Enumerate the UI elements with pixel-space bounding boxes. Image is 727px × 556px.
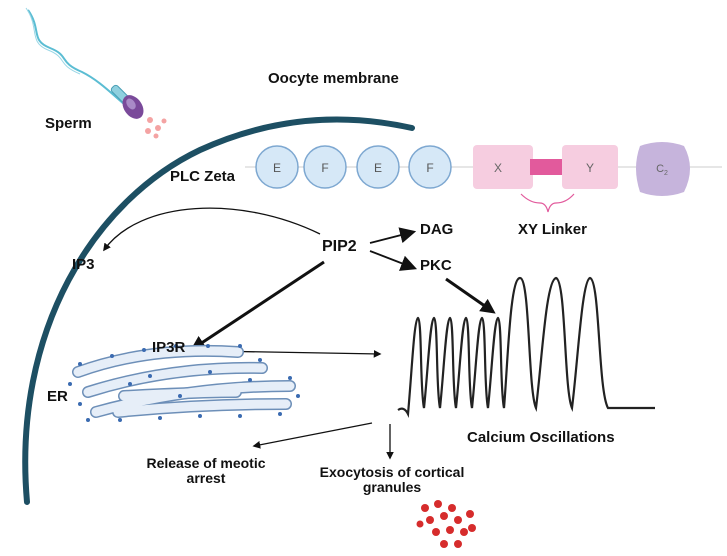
ef-domain-2-label: F — [321, 161, 328, 175]
oocyte-membrane-label: Oocyte membrane — [268, 70, 399, 87]
cortical-granules-icon — [416, 500, 476, 548]
ef-domain-1-label: E — [273, 161, 281, 175]
endoplasmic-reticulum-icon — [68, 344, 300, 422]
pip2-label: PIP2 — [322, 238, 357, 255]
sperm-label: Sperm — [45, 115, 92, 132]
y-domain: Y — [562, 145, 618, 189]
pkc-label: PKC — [420, 257, 452, 274]
dag-label: DAG — [420, 221, 454, 238]
calcium-oscillation-trace — [397, 276, 655, 418]
ip3-label: IP3 — [72, 256, 95, 273]
arrow-pip2-to-pkc — [369, 250, 418, 271]
ip3r-label: IP3R — [152, 339, 186, 356]
exocytosis-line-2: granules — [362, 479, 422, 496]
arrow-pip2-to-dag — [369, 227, 417, 244]
release-meiotic-line-1: Release of meotic — [146, 455, 266, 471]
arrow-pkc-to-oscillations — [445, 277, 496, 314]
svg-text:Y: Y — [586, 161, 594, 175]
oocyte-membrane-arc — [22, 116, 415, 505]
release-meiotic-line-2: arrest — [186, 470, 226, 487]
xy-linker-brace — [520, 193, 575, 213]
arrow-pip2-to-ip3r — [190, 260, 325, 351]
plc-zeta-label: PLC Zeta — [170, 168, 236, 185]
svg-text:C2: C2 — [656, 163, 668, 177]
sperm-icon — [25, 7, 167, 139]
release-meiotic-arrest-label: Release of meotic arrest — [128, 455, 284, 487]
calcium-oscillations-label: Calcium Oscillations — [467, 429, 615, 446]
c2-domain: C2 — [636, 142, 690, 196]
ef-domain-3-label: E — [374, 161, 382, 175]
arrow-pip2-to-ip3 — [103, 207, 321, 252]
exocytosis-label: Exocytosis of cortical granules — [306, 464, 478, 496]
exocytosis-line-1: Exocytosis of cortical — [319, 464, 465, 480]
svg-text:X: X — [494, 161, 502, 175]
xy-linker-label: XY Linker — [518, 221, 587, 238]
er-label: ER — [47, 388, 68, 405]
xy-linker-bar — [530, 159, 566, 175]
arrow-to-meiotic-release — [252, 422, 373, 449]
ef-domain-4-label: F — [426, 161, 433, 175]
ef-hand-domains: E F E F — [255, 145, 452, 189]
x-domain: X — [473, 145, 533, 189]
